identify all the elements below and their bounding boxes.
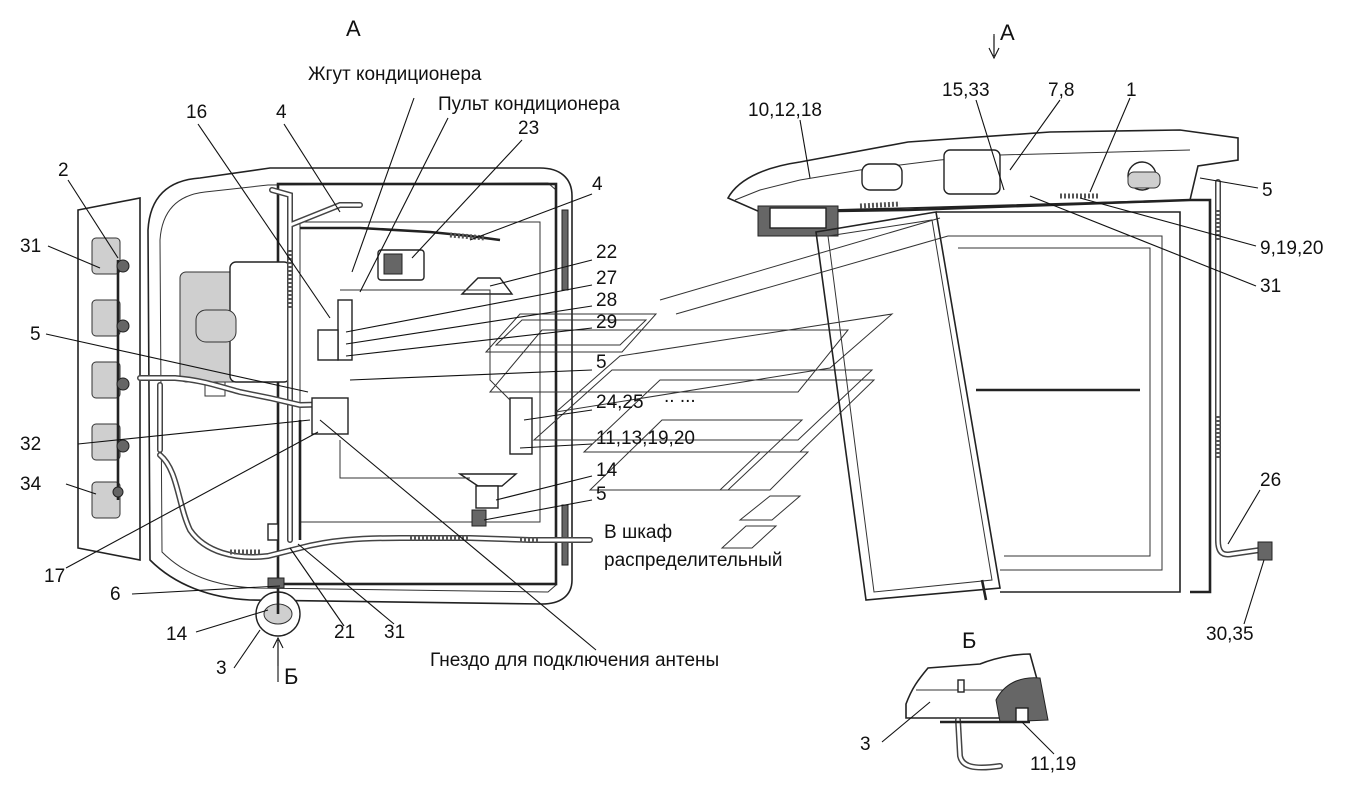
callout-2: 2	[58, 160, 69, 181]
callout-6: 6	[110, 584, 121, 605]
cabinet-label-line2: распределительный	[604, 550, 783, 571]
callout-32: 32	[20, 434, 41, 455]
callout-1: 1	[1126, 80, 1137, 101]
callout-15-33: 15,33	[942, 80, 990, 101]
glass-panels	[484, 217, 949, 549]
callout-23: 23	[518, 118, 539, 139]
view-a-side	[726, 129, 1273, 601]
view-label-detail: Б	[962, 628, 976, 653]
callout-31-right: 31	[1260, 276, 1281, 297]
callout-27: 27	[596, 268, 617, 289]
callout-detail-3: 3	[860, 734, 871, 755]
harness-label: Жгут кондиционера	[308, 64, 482, 85]
callout-31-bottom: 31	[384, 622, 405, 643]
callout-3-bottom: 3	[216, 658, 227, 679]
callout-14-center: 14	[596, 460, 618, 481]
callout-5-right: 5	[1262, 180, 1273, 201]
view-a-cabin	[77, 167, 593, 637]
callout-4-top: 4	[276, 102, 287, 123]
callout-5-lower: 5	[596, 484, 607, 505]
callout-21: 21	[334, 622, 355, 643]
callout-34: 34	[20, 474, 42, 495]
callout-5-center: 5	[596, 352, 607, 373]
callout-detail-11-19: 11,19	[1030, 754, 1076, 775]
callout-16: 16	[186, 102, 207, 123]
view-b-detail	[905, 653, 1049, 771]
callout-22: 22	[596, 242, 617, 263]
view-arrow-b: Б	[284, 664, 298, 689]
arrow-down-icon	[988, 36, 1000, 60]
callout-7-8: 7,8	[1048, 80, 1074, 101]
cabinet-label-line1: В шкаф	[604, 522, 672, 543]
callout-31-left: 31	[20, 236, 41, 257]
callout-29: 29	[596, 312, 617, 333]
callout-11-13-19-20: 11,13,19,20	[596, 428, 695, 449]
callout-24-25: 24,25	[596, 392, 644, 413]
callout-10-12-18: 10,12,18	[748, 100, 822, 121]
dots-label: .. ...	[664, 386, 696, 407]
antenna-socket-label: Гнездо для подключения антены	[430, 650, 719, 671]
callout-5-left: 5	[30, 324, 41, 345]
leader-lines	[45, 34, 1265, 755]
lamp-group	[91, 237, 130, 519]
callout-4-right: 4	[592, 174, 603, 195]
callout-30-35: 30,35	[1206, 624, 1254, 645]
arrow-up-icon	[272, 636, 284, 666]
callout-17: 17	[44, 566, 65, 587]
panel-label: Пульт кондиционера	[438, 94, 620, 115]
view-label-main: А	[346, 16, 361, 41]
callout-28: 28	[596, 290, 617, 311]
callout-26: 26	[1260, 470, 1281, 491]
callout-9-19-20: 9,19,20	[1260, 238, 1323, 259]
callout-14-bottom: 14	[166, 624, 188, 645]
view-label-side: А	[1000, 20, 1015, 45]
